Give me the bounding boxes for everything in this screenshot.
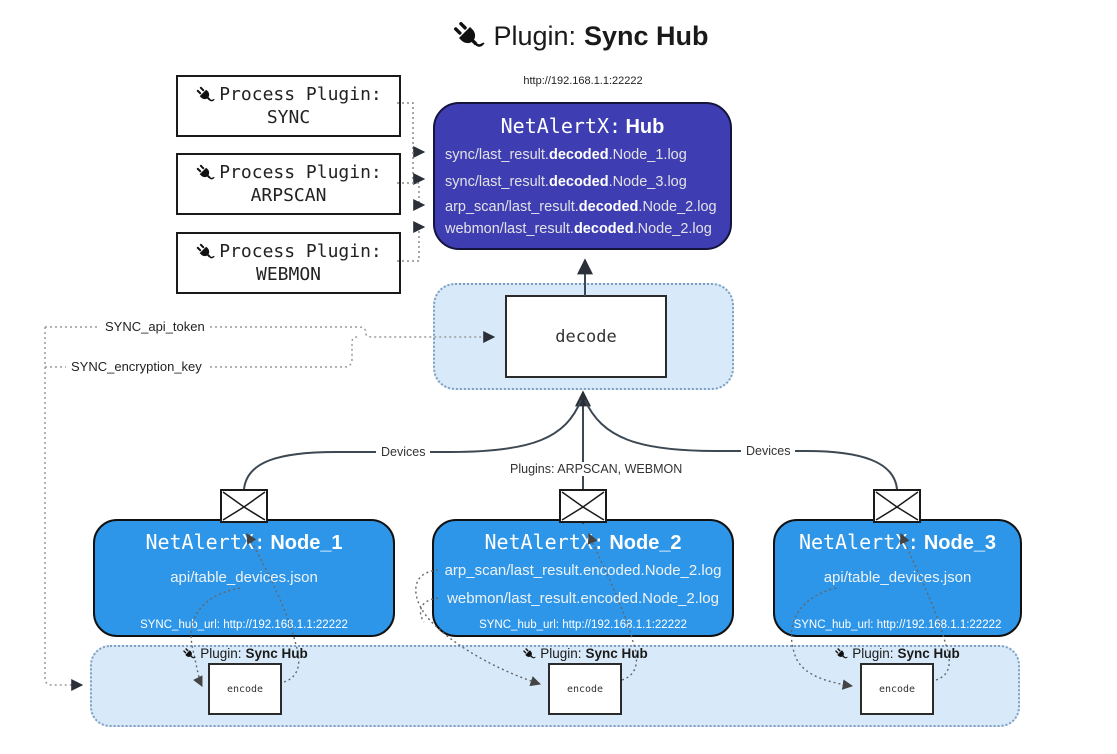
- process-plugin-webmon: Process Plugin: WEBMON: [176, 232, 401, 294]
- node-hub-url: SYNC_hub_url: http://192.168.1.1:22222: [140, 619, 348, 631]
- plug-icon: [183, 647, 197, 658]
- hub-log-line: sync/last_result.decoded.Node_1.log: [445, 147, 687, 163]
- hub-title-label: NetAlertX:: [500, 114, 622, 138]
- hub-title: NetAlertX: Hub: [435, 114, 730, 139]
- process-plugin-label: Process Plugin:: [219, 84, 382, 105]
- process-plugin-name: ARPSCAN: [250, 185, 327, 206]
- hub-title-name: Hub: [625, 116, 665, 138]
- node-title: NetAlertX: Node_3: [798, 530, 997, 554]
- node-hub-url: SYNC_hub_url: http://192.168.1.1:22222: [479, 619, 687, 631]
- hub-log-line: webmon/last_result.decoded.Node_2.log: [445, 221, 712, 237]
- encode-box: encode: [208, 663, 282, 715]
- node-title: NetAlertX: Node_2: [484, 530, 682, 554]
- process-plugin-name: SYNC: [266, 107, 311, 128]
- title-prefix: Plugin:: [493, 20, 577, 51]
- decode-box: decode: [505, 295, 667, 378]
- node-file: api/table_devices.json: [823, 569, 972, 586]
- process-plugin-arpscan: Process Plugin: ARPSCAN: [176, 153, 401, 215]
- encoder-badge: Plugin:Sync Hub: [165, 646, 325, 661]
- hub-url: http://192.168.1.1:22222: [523, 75, 643, 87]
- envelope-icon: [559, 489, 607, 523]
- node-2-box: NetAlertX: Node_2 arp_scan/last_result.e…: [432, 519, 734, 637]
- node-hub-url: SYNC_hub_url: http://192.168.1.1:22222: [793, 619, 1002, 631]
- process-plugin-label: Process Plugin:: [219, 162, 382, 183]
- setting-api-token: SYNC_api_token: [100, 319, 210, 334]
- node-3-box: NetAlertX: Node_3 api/table_devices.json…: [773, 519, 1022, 637]
- title-name: Sync Hub: [584, 20, 709, 51]
- flow-label-plugins-middle: Plugins: ARPSCAN, WEBMON: [505, 462, 688, 476]
- flow-label-devices-left: Devices: [376, 445, 431, 459]
- node-title: NetAlertX: Node_1: [145, 530, 343, 554]
- hub-log-line: sync/last_result.decoded.Node_3.log: [445, 174, 687, 190]
- process-plugin-name: WEBMON: [255, 264, 322, 285]
- node-1-box: NetAlertX: Node_1 api/table_devices.json…: [93, 519, 395, 637]
- node-file: arp_scan/last_result.encoded.Node_2.log: [444, 562, 722, 579]
- encode-box: encode: [548, 663, 622, 715]
- setting-encryption-key: SYNC_encryption_key: [66, 359, 207, 374]
- flow-label-devices-right: Devices: [741, 444, 796, 458]
- process-plugin-sync: Process Plugin: SYNC: [176, 75, 401, 137]
- encoder-badge: Plugin:Sync Hub: [505, 646, 665, 661]
- encoder-badge: Plugin:Sync Hub: [817, 646, 977, 661]
- node-file: webmon/last_result.encoded.Node_2.log: [447, 590, 719, 607]
- plug-icon: [196, 164, 215, 179]
- hub-box: NetAlertX: Hub sync/last_result.decoded.…: [433, 102, 732, 250]
- envelope-icon: [873, 489, 921, 523]
- plug-icon: [196, 86, 215, 101]
- node-file: api/table_devices.json: [170, 569, 318, 586]
- plug-icon: [523, 647, 537, 658]
- plug-icon: [835, 647, 849, 658]
- envelope-icon: [220, 489, 268, 523]
- plug-icon: [454, 21, 485, 47]
- hub-log-line: arp_scan/last_result.decoded.Node_2.log: [445, 199, 717, 215]
- plug-icon: [196, 243, 215, 258]
- encode-box: encode: [860, 663, 934, 715]
- page-title: Plugin: Sync Hub: [360, 14, 800, 58]
- process-plugin-label: Process Plugin:: [219, 241, 382, 262]
- decode-label: decode: [555, 326, 617, 347]
